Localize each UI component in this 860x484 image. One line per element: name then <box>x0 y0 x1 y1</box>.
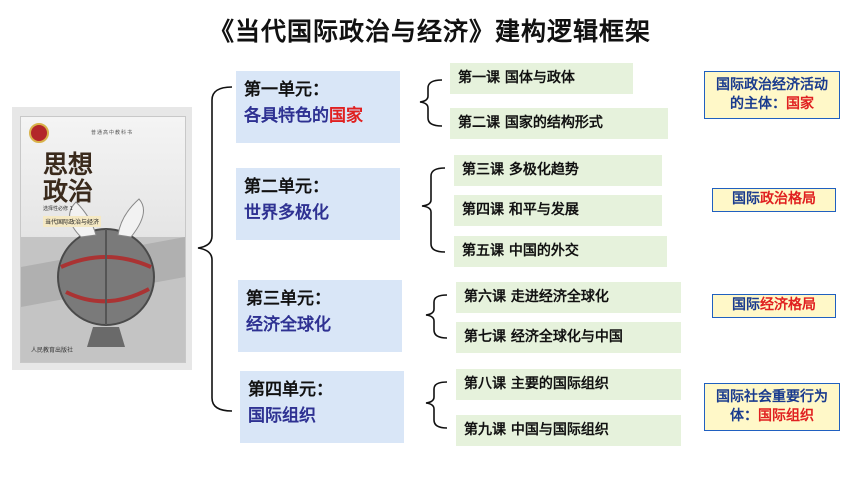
side-label-political-pre: 国际 <box>732 191 760 207</box>
lesson-3: 第三课 多极化趋势 <box>454 155 662 186</box>
unit-3-box: 第三单元： 经济全球化 <box>238 280 402 352</box>
lesson-9: 第九课 中国与国际组织 <box>456 415 681 446</box>
side-label-political: 国际政治格局 <box>712 188 836 212</box>
unit-4-label: 第四单元： <box>248 380 333 400</box>
lesson-5: 第五课 中国的外交 <box>454 236 667 267</box>
unit-1-name: 各具特色的国家 <box>244 103 392 129</box>
unit-2-name: 世界多极化 <box>244 203 329 223</box>
unit-2-label: 第二单元： <box>244 177 329 197</box>
globe-illustration <box>21 198 185 362</box>
cover-publisher: 人民教育出版社 <box>31 347 74 354</box>
unit-1-name-pre: 各具特色的 <box>244 106 329 126</box>
side-label-economic-pre: 国际 <box>732 297 760 313</box>
side-label-subject-red: 国家 <box>786 96 814 112</box>
unit-1-box: 第一单元： 各具特色的国家 <box>236 71 400 143</box>
lesson-7: 第七课 经济全球化与中国 <box>456 322 681 353</box>
unit-4-name: 国际组织 <box>248 406 316 426</box>
cover-book-name: 当代国际政治与经济 <box>43 216 102 227</box>
side-label-economic-red: 经济格局 <box>760 297 816 313</box>
side-label-organization: 国际社会重要行为体：国际组织 <box>704 383 840 431</box>
cover-top-text: 普通高中教科书 <box>91 130 134 136</box>
unit-2-box: 第二单元： 世界多极化 <box>236 168 400 240</box>
side-label-subject: 国际政治经济活动的主体：国家 <box>704 71 840 119</box>
unit-1-label: 第一单元： <box>244 80 329 100</box>
cover-title: 思想政治 <box>43 151 99 205</box>
unit-3-label: 第三单元： <box>246 289 331 309</box>
publisher-seal <box>29 123 49 143</box>
lesson-8: 第八课 主要的国际组织 <box>456 369 681 400</box>
lesson-4: 第四课 和平与发展 <box>454 195 662 226</box>
side-label-organization-pre: 国际社会重要行为体： <box>716 389 828 424</box>
unit-3-name: 经济全球化 <box>246 315 331 335</box>
unit-4-box: 第四单元： 国际组织 <box>240 371 404 443</box>
cover-inner: 普通高中教科书 思想政治 选择性必修 1 当代国际政治与经济 人民教育出版社 <box>20 116 186 363</box>
side-label-organization-red: 国际组织 <box>758 408 814 424</box>
unit-1-name-red: 国家 <box>329 106 363 126</box>
page-title: 《当代国际政治与经济》建构逻辑框架 <box>208 17 651 46</box>
cover-subtitle: 选择性必修 1 <box>43 206 73 212</box>
lesson-1: 第一课 国体与政体 <box>450 63 633 94</box>
side-label-economic: 国际经济格局 <box>712 294 836 318</box>
side-label-subject-pre: 国际政治经济活动的主体： <box>716 77 828 112</box>
lesson-2: 第二课 国家的结构形式 <box>450 108 668 139</box>
cover-title-text: 思想政治 <box>43 150 94 206</box>
textbook-cover: 普通高中教科书 思想政治 选择性必修 1 当代国际政治与经济 人民教育出版社 <box>12 107 192 370</box>
side-label-political-red: 政治格局 <box>760 191 816 207</box>
lesson-6: 第六课 走进经济全球化 <box>456 282 681 313</box>
